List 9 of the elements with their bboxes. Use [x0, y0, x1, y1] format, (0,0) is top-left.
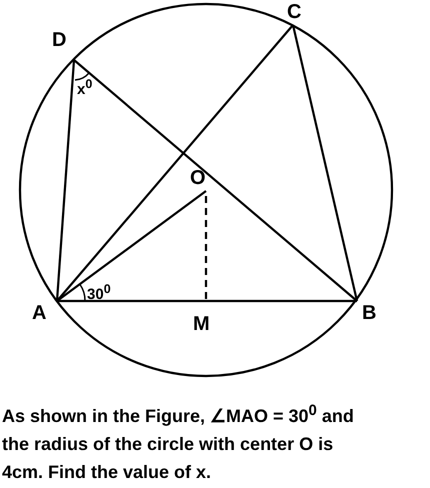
point-label: B: [362, 303, 376, 323]
point-label: A: [32, 303, 46, 323]
angle-label: 30$^{0}$: [87, 283, 111, 302]
point-label: C: [287, 2, 302, 22]
angle-label: x$^{0}$: [77, 78, 92, 97]
point-label: O: [190, 168, 206, 188]
point-label: M: [193, 314, 210, 334]
point-label: D: [52, 30, 66, 50]
caption: As shown in the Figure, ∠MAO = 30$^{0}$ and the radius of the circle with center O is 4cm. Find the value of x.: [2, 401, 355, 484]
